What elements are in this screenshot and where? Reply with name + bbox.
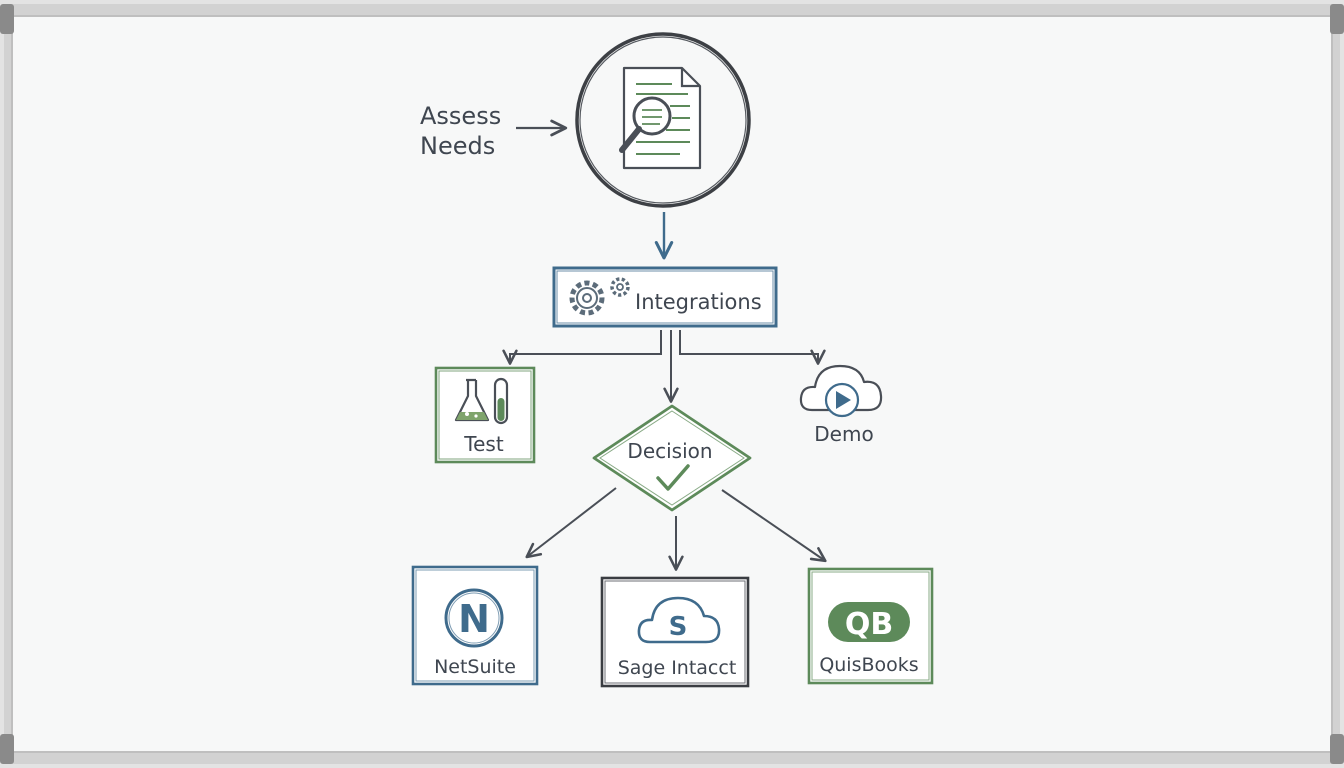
decision-to-netsuite-arrow: [525, 487, 617, 559]
integrations-label: Integrations: [635, 290, 762, 314]
integrations-node: Integrations: [552, 266, 778, 328]
sage-label: Sage Intacct: [618, 657, 737, 679]
sage-cloud-logo: S: [637, 596, 721, 644]
frame-corner-top-left: [0, 4, 14, 34]
decision-label: Decision: [627, 439, 712, 463]
netsuite-logo-letter: N: [458, 597, 490, 641]
netsuite-logo: N: [444, 588, 504, 648]
test-node: Test: [434, 366, 536, 464]
decision-node: Decision: [592, 404, 752, 512]
netsuite-option: N NetSuite: [411, 565, 539, 686]
decision-to-quickbooks-arrow: [721, 489, 827, 563]
sage-intacct-option: S Sage Intacct: [600, 576, 750, 688]
test-label: Test: [463, 432, 504, 456]
demo-node: Demo: [799, 364, 883, 446]
quickbooks-label: QuisBooks: [819, 654, 918, 676]
frame-corner-top-right: [1330, 4, 1344, 34]
quickbooks-logo-text: QB: [845, 607, 893, 642]
assess-label-line2: Needs: [420, 132, 495, 160]
lab-flask-icon: [454, 377, 509, 425]
checkmark-icon: [656, 464, 690, 491]
integrations-to-test-arrow: [502, 330, 662, 365]
gears-icon: [569, 277, 630, 316]
assess-needs-node: [575, 32, 751, 208]
quickbooks-option: QB QuisBooks: [807, 567, 934, 685]
netsuite-label: NetSuite: [434, 656, 516, 678]
cloud-play-icon: [799, 364, 883, 418]
sage-logo-letter: S: [669, 612, 688, 642]
assess-needs-label: Assess Needs: [420, 102, 501, 160]
frame-corner-bottom-left: [0, 734, 14, 764]
assess-label-line1: Assess: [420, 102, 501, 130]
integrations-to-demo-arrow: [679, 330, 826, 365]
quickbooks-logo: QB: [828, 602, 910, 642]
demo-label: Demo: [814, 422, 873, 446]
document-search-icon: [619, 66, 702, 170]
frame-corner-bottom-right: [1330, 734, 1344, 764]
